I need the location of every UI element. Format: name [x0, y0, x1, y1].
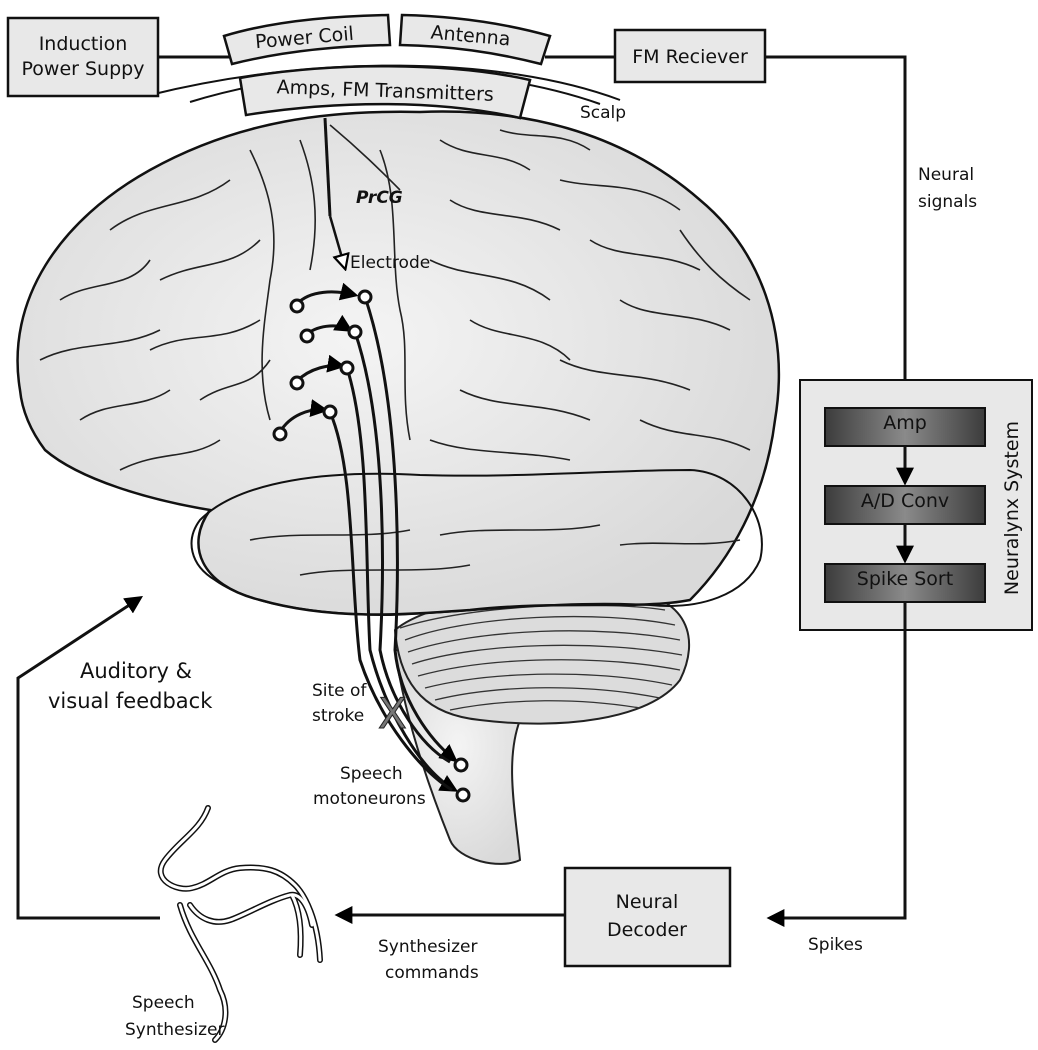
amps-transmitters-box — [238, 65, 532, 120]
fm-receiver-label: FM Reciever — [632, 46, 748, 68]
electrode-label: Electrode — [350, 253, 430, 273]
neural-decoder-label-1: Neural — [616, 891, 679, 913]
fm-receiver-box — [613, 28, 767, 84]
spikes-label: Spikes — [808, 935, 863, 955]
antenna-box — [398, 13, 552, 66]
speech-synth-label-2: Synthesizer — [125, 1020, 224, 1040]
stroke-x-mark: X — [378, 689, 407, 738]
neural-signals-label-1: Neural — [918, 165, 974, 185]
neuralynx-title: Neuralynx System — [1001, 421, 1023, 595]
electrode-wire — [323, 117, 332, 217]
neural-signals-label-2: signals — [918, 192, 977, 212]
spike-sort-stage — [824, 563, 986, 603]
electrode-sites — [272, 289, 471, 803]
amp-label: Amp — [883, 412, 927, 434]
vocal-tract-icon-inner — [159, 806, 322, 1042]
induction-power-supply-box — [6, 16, 160, 98]
spikes-arrow — [766, 602, 907, 927]
site-label-2: stroke — [312, 706, 364, 726]
induction-label-2: Power Suppy — [22, 58, 145, 80]
spike-sort-label: Spike Sort — [857, 568, 953, 590]
feedback-label-1: Auditory & — [80, 659, 192, 683]
amp-stage — [824, 407, 986, 447]
electrode-pointer — [328, 215, 345, 268]
prcg-label: PrCG — [356, 188, 403, 208]
power-coil-box — [222, 13, 392, 66]
motoneurons-label-1: Speech — [340, 764, 403, 784]
motoneurons-label-2: motoneurons — [313, 789, 426, 809]
synth-commands-label-2: commands — [385, 963, 479, 983]
feedback-arrow — [16, 596, 160, 920]
site-label-1: Site of — [312, 681, 367, 701]
induction-label-1: Induction — [39, 33, 128, 55]
neural-pathways — [278, 282, 459, 792]
neural-signals-arrow — [765, 55, 914, 402]
speech-synth-label-1: Speech — [132, 993, 195, 1013]
brain-illustration — [16, 110, 781, 865]
ad-conv-stage — [824, 485, 986, 525]
neural-decoder-box — [563, 866, 732, 968]
synth-commands-label-1: Synthesizer — [378, 937, 477, 957]
feedback-label-2: visual feedback — [48, 689, 213, 713]
scalp-label: Scalp — [580, 103, 626, 123]
ad-conv-label: A/D Conv — [861, 490, 949, 512]
neural-decoder-label-2: Decoder — [607, 919, 687, 941]
